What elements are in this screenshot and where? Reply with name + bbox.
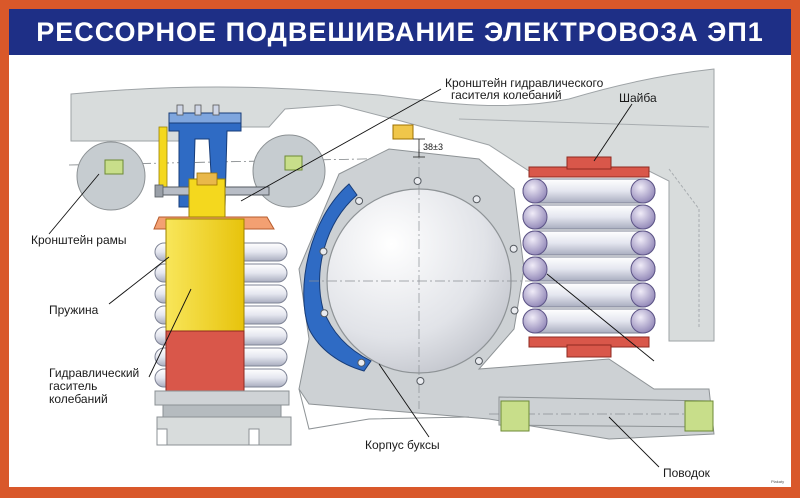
right-coil-end [522,282,548,308]
damper-eye-inner [196,172,218,186]
label-spring: Пружина [49,303,99,317]
label-damper-2: гаситель [49,379,97,393]
washer-top [528,156,650,178]
axle-box-arm [298,388,470,430]
rubber-block-left [104,159,124,175]
right-coil-end [630,256,656,282]
disc-bolt [510,306,519,315]
right-coil-end [522,178,548,204]
disc-bolt [472,195,481,204]
disc-bolts [319,177,519,385]
disc-bolt [509,244,518,253]
damper-bracket-circle [252,134,326,208]
disc-bolt [319,247,328,256]
right-coil-end [522,308,548,334]
leader-lines [48,88,660,468]
poster-canvas: Кронштейн гидравлического гасителя колеб… [9,9,791,487]
leash-bushing-right [684,400,714,432]
right-coil-end [522,230,548,256]
label-leash: Поводок [663,466,711,480]
right-coil-end [630,230,656,256]
frame-rib [458,118,710,128]
disc-bolt [320,309,329,318]
disc-bolt [357,358,366,367]
right-coil-end [522,256,548,282]
frame-body [70,68,715,342]
cover-arc [303,183,372,372]
frame-bracket-left [76,141,146,211]
leash-bushing-left [500,400,530,432]
label-dimension: 38±3 [423,142,443,152]
right-coil-end [630,204,656,230]
damper-pin-nut [154,184,164,198]
label-damper-3: колебаний [49,392,108,406]
label-axle-box: Корпус буксы [365,438,440,452]
maker-mark: Plakaty [771,479,784,484]
disc-bolt [416,376,425,385]
disc-bolt [474,357,483,366]
frame-rib-2 [668,168,700,329]
label-washer: Шайба [619,91,657,105]
disc-bolt [413,177,422,186]
title-bar: РЕССОРНОЕ ПОДВЕШИВАНИЕ ЭЛЕКТРОВОЗА ЭП1 [9,9,791,55]
suspension-diagram: Кронштейн гидравлического гасителя колеб… [31,68,784,484]
label-damper-1: Гидравлический [49,366,139,380]
right-coil-end [630,308,656,334]
right-coil-end [522,204,548,230]
axle-box-stop [392,124,414,140]
leash [498,396,710,428]
right-coil-end [630,178,656,204]
damper-cylinder-yellow [165,218,245,332]
label-damper-bracket: Кронштейн гидравлического [445,76,604,90]
damper-cylinder-red [165,330,245,392]
left-bottom-stop [154,390,292,446]
poster-title: РЕССОРНОЕ ПОДВЕШИВАНИЕ ЭЛЕКТРОВОЗА ЭП1 [36,16,764,47]
hydraulic-damper [165,218,245,392]
label-frame-bracket: Кронштейн рамы [31,233,127,247]
rubber-block-mid [284,155,303,171]
right-spring [522,178,656,334]
label-damper-bracket-2: гасителя колебаний [451,88,562,102]
right-coil-end [630,282,656,308]
disc-bolt [355,196,364,205]
washer-bottom [528,336,650,358]
